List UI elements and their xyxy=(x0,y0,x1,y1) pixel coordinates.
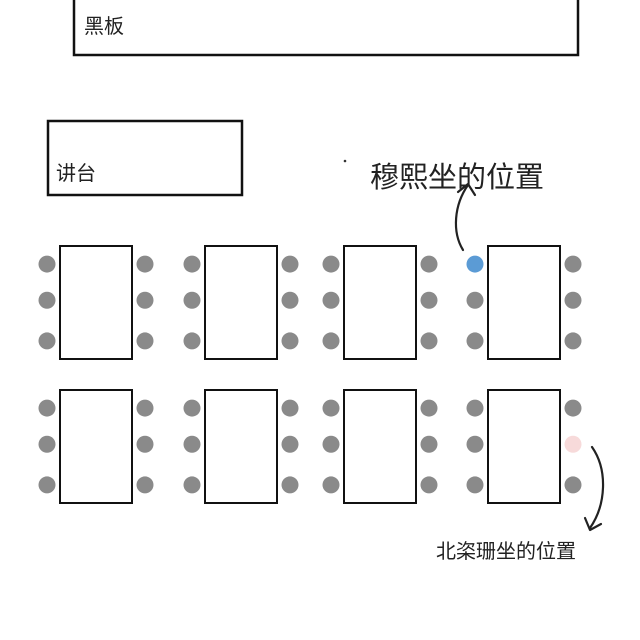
seat xyxy=(136,399,154,417)
blackboard: 黑板 xyxy=(72,0,580,57)
seat xyxy=(136,291,154,309)
seat xyxy=(38,435,56,453)
seat xyxy=(183,476,201,494)
seat xyxy=(466,291,484,309)
desk-r2-c1 xyxy=(59,389,133,504)
muxi-arrowhead-icon xyxy=(456,182,477,197)
seat xyxy=(564,476,582,494)
seat xyxy=(466,435,484,453)
desk-r1-c1 xyxy=(59,245,133,360)
seat xyxy=(136,332,154,350)
seat xyxy=(420,291,438,309)
seat xyxy=(466,399,484,417)
seat xyxy=(38,255,56,273)
seat xyxy=(38,476,56,494)
seat xyxy=(564,255,582,273)
muxi-arrow-icon xyxy=(454,183,470,252)
seat xyxy=(281,291,299,309)
seat xyxy=(38,399,56,417)
seat xyxy=(281,435,299,453)
beiyushan-annotation: 北栥珊坐的位置 xyxy=(436,445,605,563)
muxi-seat-label: 穆熙坐的位置 xyxy=(370,160,544,194)
podium-box xyxy=(46,119,244,197)
seat xyxy=(322,399,340,417)
beiyushan-arrow-icon xyxy=(588,445,605,530)
blackboard-label: 黑板 xyxy=(84,14,124,38)
seat xyxy=(281,332,299,350)
seat xyxy=(564,399,582,417)
seat xyxy=(564,291,582,309)
beiyushan-arrowhead-icon xyxy=(583,516,603,532)
beiyushan-seat-label: 北栥珊坐的位置 xyxy=(436,539,576,563)
seat xyxy=(322,291,340,309)
seat xyxy=(420,435,438,453)
seat xyxy=(420,476,438,494)
seat xyxy=(38,291,56,309)
seat xyxy=(281,476,299,494)
desk-r2-c2 xyxy=(204,389,278,504)
muxi-annotation: 穆熙坐的位置 xyxy=(370,160,544,252)
seat xyxy=(564,332,582,350)
podium: 讲台 xyxy=(46,119,244,197)
blackboard-box xyxy=(72,0,580,57)
seat xyxy=(466,332,484,350)
seat xyxy=(466,476,484,494)
desk-r2-c3 xyxy=(343,389,417,504)
seat xyxy=(322,476,340,494)
stray-dot xyxy=(343,159,347,163)
seat xyxy=(420,255,438,273)
seat-beiyushan xyxy=(564,435,582,453)
seat xyxy=(420,332,438,350)
seat xyxy=(136,435,154,453)
desk-r1-c2 xyxy=(204,245,278,360)
seat xyxy=(183,332,201,350)
seat-muxi xyxy=(466,255,484,273)
seat xyxy=(183,255,201,273)
podium-label: 讲台 xyxy=(56,161,96,185)
seat xyxy=(322,332,340,350)
desk-r1-c3 xyxy=(343,245,417,360)
seat xyxy=(38,332,56,350)
seat xyxy=(136,476,154,494)
seat xyxy=(322,435,340,453)
seat xyxy=(136,255,154,273)
seat xyxy=(281,399,299,417)
seat xyxy=(183,291,201,309)
seat xyxy=(183,399,201,417)
desk-r2-c4 xyxy=(487,389,561,504)
desk-groups xyxy=(38,245,582,504)
seat xyxy=(183,435,201,453)
seat xyxy=(420,399,438,417)
seat xyxy=(281,255,299,273)
desk-r1-c4 xyxy=(487,245,561,360)
seat xyxy=(322,255,340,273)
